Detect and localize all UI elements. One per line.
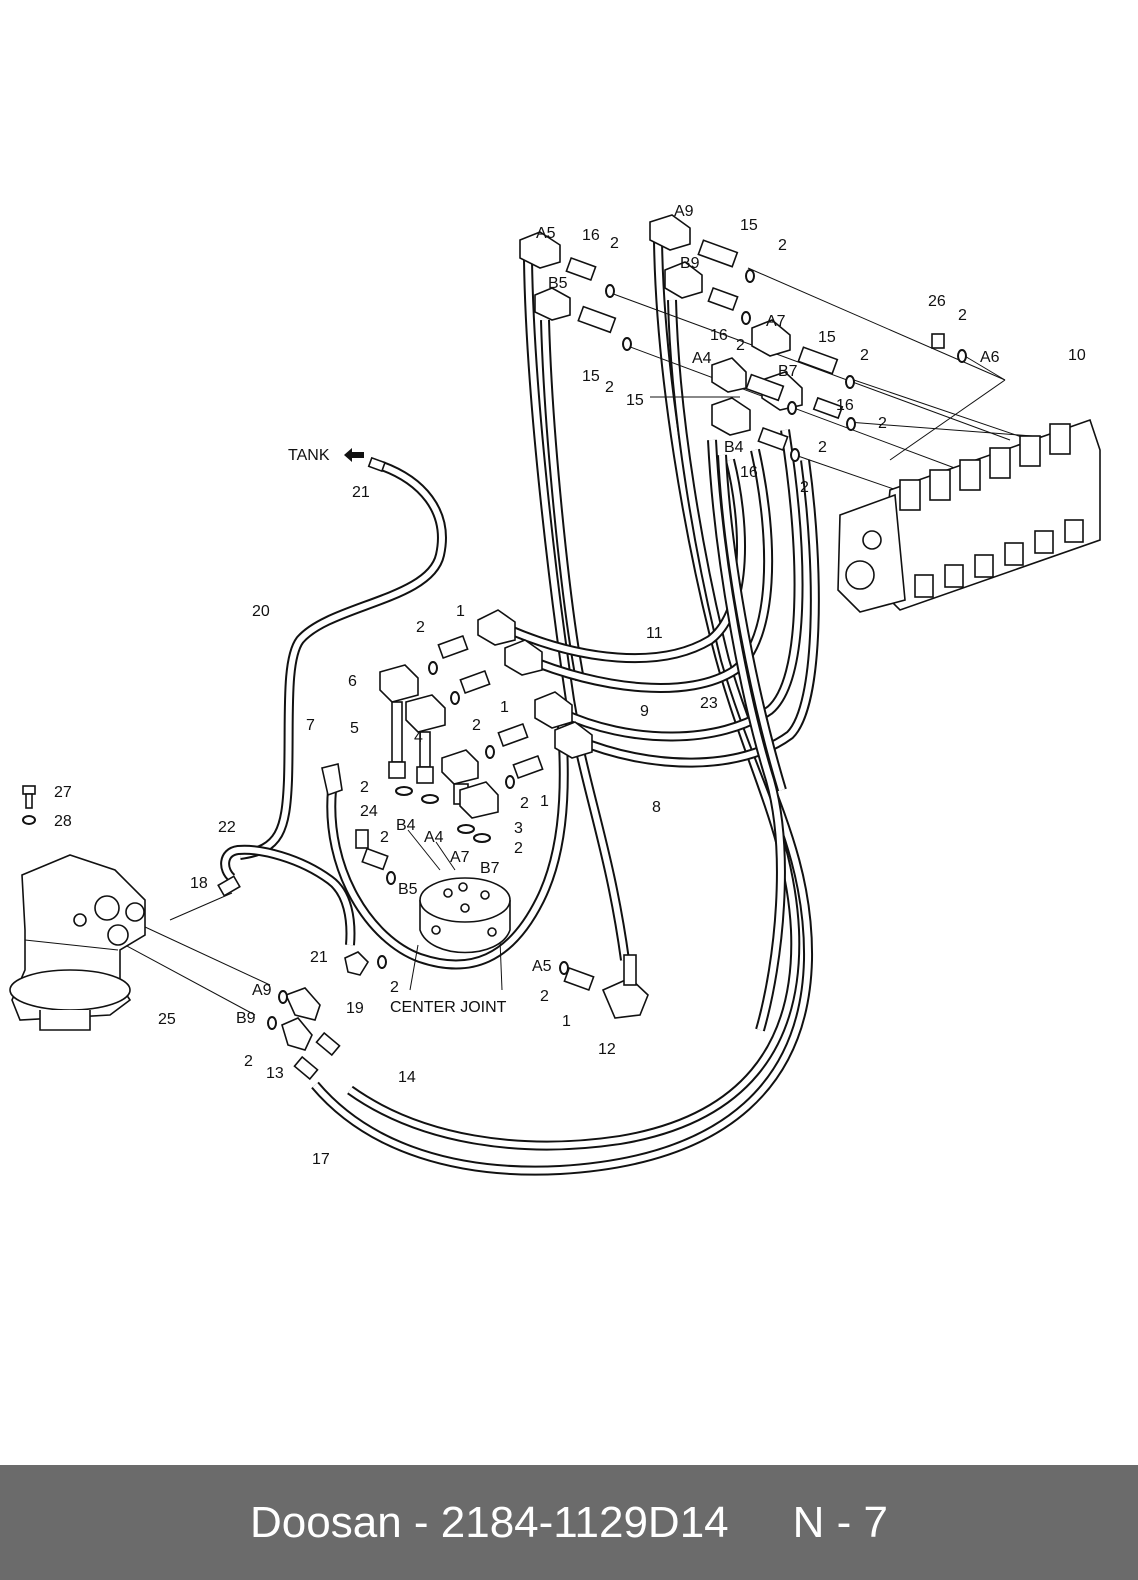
part-number: 14 bbox=[398, 1069, 416, 1086]
part-number: 22 bbox=[218, 819, 236, 836]
port-label: A4 bbox=[692, 350, 712, 367]
part-number: 2 bbox=[958, 307, 967, 324]
part-number: 2 bbox=[860, 347, 869, 364]
part-number: 2 bbox=[390, 979, 399, 996]
part-number: 2 bbox=[605, 379, 614, 396]
part-number: 10 bbox=[1068, 347, 1086, 364]
part-number: 1 bbox=[540, 793, 549, 810]
part-number: 2 bbox=[778, 237, 787, 254]
parts-diagram: TANK CENTER JOINT A5 B5 A9 B9 A7 B7 A4 B… bbox=[9, 203, 1101, 1176]
part-number: 13 bbox=[266, 1065, 284, 1082]
part-number: 16 bbox=[836, 397, 854, 414]
part-number: 26 bbox=[928, 293, 946, 310]
valve-spools bbox=[899, 423, 1084, 598]
part-number: 27 bbox=[54, 784, 72, 801]
control-valve bbox=[837, 418, 1101, 613]
port-label: B4 bbox=[724, 439, 744, 456]
part-number: 15 bbox=[626, 392, 644, 409]
part-number: 23 bbox=[700, 695, 718, 712]
port-label: A4 bbox=[424, 829, 444, 846]
part-number: 16 bbox=[582, 227, 600, 244]
part-number: 18 bbox=[190, 875, 208, 892]
footer-bar: Doosan - 2184-1129D14 N - 7 bbox=[0, 1465, 1138, 1580]
part-number: 25 bbox=[158, 1011, 176, 1028]
part-number: 2 bbox=[736, 337, 745, 354]
part-number: 15 bbox=[740, 217, 758, 234]
swing-motor bbox=[9, 854, 146, 1031]
footer-page-number: N - 7 bbox=[792, 1497, 888, 1547]
port-label: A7 bbox=[450, 849, 470, 866]
part-number: 21 bbox=[352, 484, 370, 501]
center-joint bbox=[419, 877, 511, 954]
part-number: 12 bbox=[598, 1041, 616, 1058]
part-number: 2 bbox=[472, 717, 481, 734]
part-number: 11 bbox=[646, 625, 663, 642]
part-number: 1 bbox=[500, 699, 509, 716]
part-number: 15 bbox=[582, 368, 600, 385]
part-number: 2 bbox=[360, 779, 369, 796]
diagram-labels: TANK CENTER JOINT A5 B5 A9 B9 A7 B7 A4 B… bbox=[54, 203, 1086, 1168]
port-label: A5 bbox=[536, 225, 556, 242]
part-number: 16 bbox=[740, 464, 758, 481]
part-number: 19 bbox=[346, 1000, 364, 1017]
part-number: 2 bbox=[800, 479, 809, 496]
port-label: A9 bbox=[252, 982, 272, 999]
port-label: B5 bbox=[398, 881, 418, 898]
part-number: 2 bbox=[514, 840, 523, 857]
port-label: B5 bbox=[548, 275, 568, 292]
part-number: 15 bbox=[818, 329, 836, 346]
center-joint-label: CENTER JOINT bbox=[390, 999, 507, 1016]
part-number: 5 bbox=[350, 720, 359, 737]
part-number: 2 bbox=[244, 1053, 253, 1070]
part-number: 2 bbox=[380, 829, 389, 846]
part-number: 2 bbox=[520, 795, 529, 812]
hose-lines bbox=[220, 239, 820, 1176]
part-number: 9 bbox=[640, 703, 649, 720]
port-label: A9 bbox=[674, 203, 694, 220]
tank-label: TANK bbox=[288, 447, 330, 464]
port-label: A5 bbox=[532, 958, 552, 975]
port-label: A6 bbox=[980, 349, 1000, 366]
part-number: 2 bbox=[610, 235, 619, 252]
part-number: 2 bbox=[878, 415, 887, 432]
part-number: 16 bbox=[710, 327, 728, 344]
bolt-and-washer bbox=[22, 785, 36, 825]
part-number: 21 bbox=[310, 949, 328, 966]
part-number: 8 bbox=[652, 799, 661, 816]
part-number: 28 bbox=[54, 813, 72, 830]
port-label: B7 bbox=[778, 363, 798, 380]
port-label: B9 bbox=[680, 255, 700, 272]
part-number: 20 bbox=[252, 603, 270, 620]
part-number: 3 bbox=[514, 820, 523, 837]
fittings bbox=[217, 214, 945, 1081]
part-number: 2 bbox=[818, 439, 827, 456]
part-number: 7 bbox=[306, 717, 315, 734]
tank-arrow-icon bbox=[344, 448, 364, 462]
part-number: 2 bbox=[540, 988, 549, 1005]
o-rings bbox=[267, 269, 967, 1030]
footer-part-number: Doosan - 2184-1129D14 bbox=[250, 1497, 729, 1547]
port-label: B4 bbox=[396, 817, 416, 834]
port-label: A7 bbox=[766, 313, 786, 330]
part-number: 24 bbox=[360, 803, 378, 820]
part-number: 1 bbox=[562, 1013, 571, 1030]
port-label: B7 bbox=[480, 860, 500, 877]
part-number: 2 bbox=[416, 619, 425, 636]
part-number: 4 bbox=[414, 729, 423, 746]
part-number: 17 bbox=[312, 1151, 330, 1168]
port-label: B9 bbox=[236, 1010, 256, 1027]
part-number: 1 bbox=[456, 603, 465, 620]
part-number: 6 bbox=[348, 673, 357, 690]
